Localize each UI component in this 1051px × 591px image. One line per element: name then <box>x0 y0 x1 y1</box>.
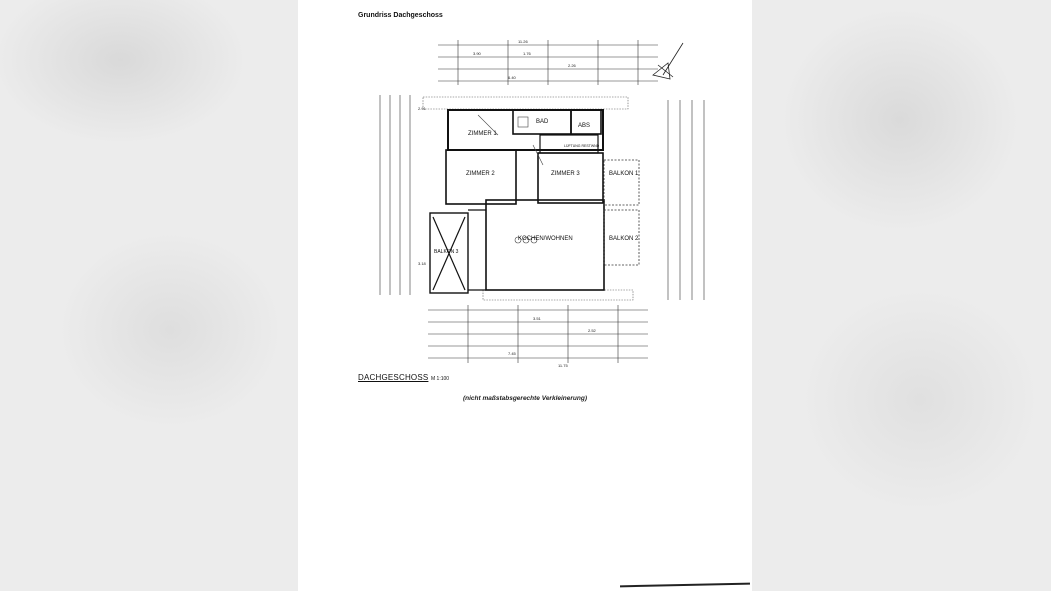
dim-bottom-a: 3.51 <box>533 316 542 321</box>
dim-bottom-b: 2.52 <box>588 328 597 333</box>
room-kochen-wohnen: KOCHEN/WOHNEN <box>518 236 573 242</box>
room-bad: BAD <box>536 119 549 125</box>
room-zimmer-2: ZIMMER 2 <box>466 171 495 177</box>
fixtures <box>477 114 544 244</box>
dim-side-b: 3.18 <box>418 261 427 266</box>
plan-scale: M 1:100 <box>431 376 450 382</box>
balkon-3-cross <box>432 216 466 291</box>
dim-top-d: 6.40 <box>508 75 517 80</box>
room-abstellraum: LÜFTUNG RESTWND <box>564 144 600 148</box>
document-page: Grundriss Dachgeschoss 11.26 3.90 1.76 2… <box>298 0 752 591</box>
top-dimension-lines <box>438 40 658 85</box>
dim-bottom-total: 11.75 <box>558 363 568 368</box>
dim-top-c: 2.26 <box>568 63 577 68</box>
dim-side-a: 2.91 <box>418 106 427 111</box>
dim-top-b: 1.76 <box>523 51 532 56</box>
plan-title: DACHGESCHOSS <box>358 373 429 382</box>
plan-caption: (nicht maßstabsgerechte Verkleinerung) <box>462 395 587 402</box>
room-balkon-2: BALKON 2 <box>609 236 639 242</box>
room-balkon-3: BALKON 3 <box>434 249 459 255</box>
dim-top-a: 3.90 <box>473 51 482 56</box>
dim-bottom-c: 7.45 <box>508 351 517 356</box>
room-abs: ABS <box>578 123 590 129</box>
bottom-dimension-lines <box>428 305 648 363</box>
walls <box>429 109 605 294</box>
floor-plan: 11.26 3.90 1.76 2.26 6.40 2.91 3.18 <box>379 39 705 368</box>
right-dimension-lines <box>667 100 705 300</box>
room-zimmer-1: ZIMMER 1 <box>468 131 497 137</box>
room-balkon-1: BALKON 1 <box>609 171 639 177</box>
dim-top-total: 11.26 <box>518 39 528 44</box>
left-dimension-lines <box>379 95 411 295</box>
balconies <box>603 159 640 266</box>
north-arrow <box>652 42 684 80</box>
document-title: Grundriss Dachgeschoss <box>358 12 443 19</box>
room-zimmer-3: ZIMMER 3 <box>551 171 580 177</box>
